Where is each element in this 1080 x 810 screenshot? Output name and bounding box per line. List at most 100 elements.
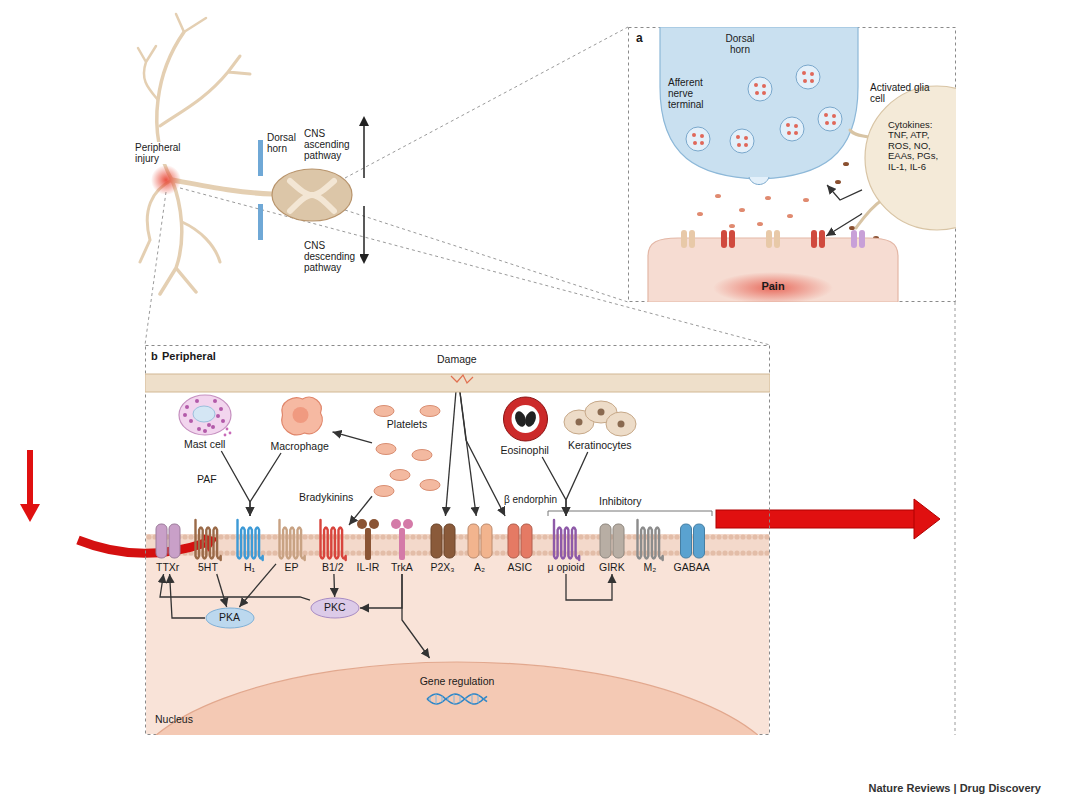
neurotransmitter-dots bbox=[757, 222, 763, 226]
nerve-terminal-outline bbox=[787, 131, 791, 135]
receptor-outline bbox=[613, 524, 624, 558]
cell-membrane bbox=[578, 534, 583, 539]
receptor-label: EP bbox=[285, 562, 299, 574]
nucleus-outline bbox=[466, 698, 467, 700]
nerve-terminal-outline bbox=[737, 143, 741, 147]
eosinophil-cell-outline bbox=[523, 410, 538, 428]
nerve-fibre-outline bbox=[145, 374, 770, 392]
cell-membrane bbox=[386, 534, 391, 539]
cell-membrane bbox=[746, 534, 751, 539]
node-label: Damage bbox=[437, 354, 477, 366]
platelet-group: Platelets bbox=[372, 405, 442, 500]
nerve-terminal-outline bbox=[692, 133, 696, 137]
node-label: Gene regulation bbox=[407, 676, 507, 688]
nerve-fibre-outline bbox=[451, 375, 473, 383]
cell-membrane bbox=[224, 534, 229, 539]
postsynaptic-neuron-outline bbox=[713, 272, 833, 302]
receptor: GIRK bbox=[596, 516, 628, 574]
postsynaptic-neuron-outline bbox=[851, 230, 857, 248]
receptor-outline bbox=[444, 524, 455, 558]
spinal-cord bbox=[272, 169, 352, 221]
cell-membrane bbox=[302, 534, 307, 539]
cell-membrane bbox=[764, 534, 769, 539]
cell-membrane bbox=[380, 534, 385, 539]
cell-membrane bbox=[344, 534, 349, 539]
cell-membrane bbox=[722, 550, 727, 555]
cell-membrane bbox=[704, 534, 709, 539]
mast-cell-outline bbox=[226, 428, 229, 431]
cell-membrane bbox=[536, 550, 541, 555]
nerve-terminal-outline bbox=[744, 136, 748, 140]
receptor-outline bbox=[399, 528, 405, 560]
receptor: M₂ bbox=[634, 516, 666, 574]
cell-membrane bbox=[728, 550, 733, 555]
receptor: 5HT bbox=[192, 516, 224, 574]
connector-arrow bbox=[402, 574, 430, 658]
connector-arrow bbox=[566, 574, 612, 600]
cell-membrane bbox=[230, 534, 235, 539]
cell-membrane bbox=[302, 550, 307, 555]
neurotransmitter-dots bbox=[715, 194, 721, 198]
edge-label: Bradykinins bbox=[298, 492, 354, 504]
nerve-fibre: Damage bbox=[145, 354, 770, 392]
cell-membrane bbox=[710, 550, 715, 555]
mast-cell-outline bbox=[213, 399, 217, 403]
receptor-outline bbox=[169, 524, 180, 558]
mast-cell-outline bbox=[197, 427, 201, 431]
mast-cell-outline bbox=[207, 423, 211, 427]
cell-membrane bbox=[716, 534, 721, 539]
receptor-outline bbox=[357, 519, 379, 560]
cell-membrane bbox=[716, 550, 721, 555]
cell-membrane bbox=[272, 534, 277, 539]
cell-membrane bbox=[422, 550, 427, 555]
nucleus-outline bbox=[436, 694, 437, 704]
receptor: GABAA bbox=[672, 516, 713, 574]
mast-cell: Mast cell bbox=[174, 393, 236, 451]
macrophage-cell-outline bbox=[281, 397, 321, 435]
cell-membrane bbox=[218, 534, 223, 539]
receptor: TrkA bbox=[386, 516, 418, 574]
panel-frame-outline bbox=[146, 346, 770, 735]
cell-membrane bbox=[146, 534, 151, 539]
nerve-terminal-outline bbox=[686, 127, 710, 151]
cell-membrane bbox=[188, 534, 193, 539]
nerve-terminal-outline bbox=[794, 124, 798, 128]
cell-membrane bbox=[392, 550, 397, 555]
panel-ground bbox=[628, 27, 956, 302]
receptor-label: GIRK bbox=[599, 562, 625, 574]
postsynaptic-neuron-outline bbox=[774, 230, 780, 248]
nerve-terminal-outline bbox=[825, 121, 829, 125]
connector-arrow bbox=[827, 185, 862, 200]
cell-membrane bbox=[146, 534, 770, 556]
cell-membrane bbox=[260, 550, 265, 555]
platelet-group-outline bbox=[376, 444, 396, 455]
nerve-terminal-outline bbox=[810, 79, 814, 83]
receptor: μ opioid bbox=[546, 516, 587, 574]
receptor-label: IL-IR bbox=[357, 562, 380, 574]
spinal-cord bbox=[359, 116, 369, 126]
cell-membrane bbox=[734, 550, 739, 555]
cell-membrane bbox=[584, 550, 589, 555]
cell-membrane bbox=[380, 550, 385, 555]
cell-membrane bbox=[722, 534, 727, 539]
cell-membrane bbox=[224, 550, 229, 555]
receptor-outline bbox=[638, 520, 663, 560]
postsynaptic-neuron-outline bbox=[729, 230, 735, 248]
eosinophil-cell: Eosinophil bbox=[498, 395, 553, 457]
highlight-arrow bbox=[78, 540, 205, 553]
receptor: B1/2 bbox=[317, 516, 349, 574]
connector-arrow bbox=[460, 392, 505, 516]
receptor-label: TTXr bbox=[156, 562, 179, 574]
glia-cell-outline bbox=[865, 86, 956, 230]
cell-membrane bbox=[350, 534, 355, 539]
nerve-terminal-outline bbox=[802, 71, 806, 75]
cell-membrane bbox=[218, 550, 223, 555]
cell-membrane bbox=[728, 534, 733, 539]
cell-membrane bbox=[704, 550, 709, 555]
nerve-terminal-outline bbox=[832, 114, 836, 118]
mast-cell-outline bbox=[179, 395, 231, 435]
cell-membrane bbox=[494, 550, 499, 555]
cell-membrane bbox=[230, 550, 235, 555]
